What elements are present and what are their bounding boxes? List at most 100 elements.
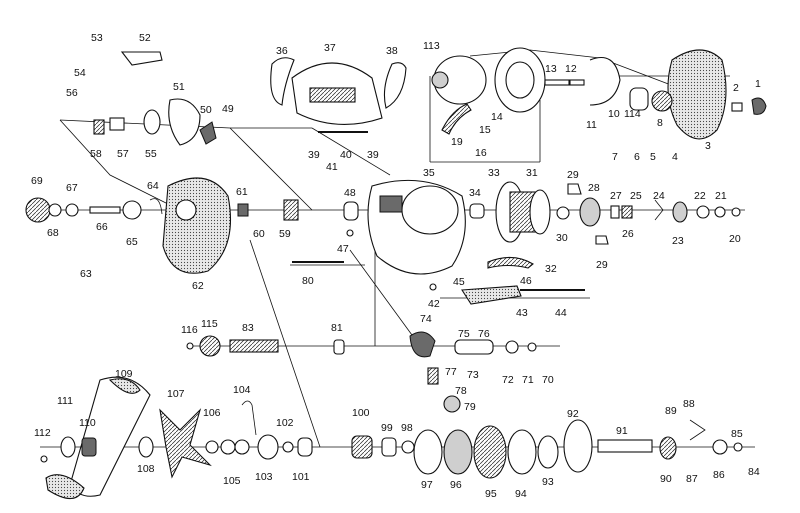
- part-label: 29: [596, 259, 608, 271]
- part-label: 38: [386, 45, 398, 57]
- part-label: 57: [117, 148, 129, 160]
- part-label: 25: [630, 190, 642, 202]
- part-label: 108: [137, 463, 155, 475]
- part-label: 35: [423, 167, 435, 179]
- part-label: 101: [292, 471, 310, 483]
- part-label: 72: [502, 374, 514, 386]
- part-label: 50: [200, 104, 212, 116]
- part-label: 106: [203, 407, 221, 419]
- part-label: 47: [337, 243, 349, 255]
- part-label: 54: [74, 67, 86, 79]
- part-label: 111: [57, 395, 73, 407]
- part-label: 12: [565, 63, 577, 75]
- part-label: 71: [522, 374, 534, 386]
- part-label: 86: [713, 469, 725, 481]
- part-label: 1: [755, 78, 761, 90]
- part-label: 100: [352, 407, 370, 419]
- part-label: 39: [308, 149, 320, 161]
- part-label: 93: [542, 476, 554, 488]
- part-label: 19: [451, 136, 463, 148]
- part-label: 95: [485, 488, 497, 500]
- part-label: 23: [672, 235, 684, 247]
- part-label: 113: [423, 40, 440, 52]
- part-label: 80: [302, 275, 314, 287]
- part-label: 10: [608, 108, 620, 120]
- part-label: 87: [686, 473, 698, 485]
- part-label: 49: [222, 103, 234, 115]
- part-label: 68: [47, 227, 59, 239]
- part-label: 58: [90, 148, 102, 160]
- part-label: 27: [610, 190, 622, 202]
- part-label: 69: [31, 175, 43, 187]
- part-label: 24: [653, 190, 665, 202]
- part-label: 60: [253, 228, 265, 240]
- part-label: 79: [464, 401, 476, 413]
- part-label: 104: [233, 384, 251, 396]
- part-label: 64: [147, 180, 159, 192]
- part-label: 6: [634, 151, 640, 163]
- part-label: 16: [475, 147, 487, 159]
- part-label: 44: [555, 307, 567, 319]
- part-label: 75: [458, 328, 470, 340]
- part-label: 4: [672, 151, 678, 163]
- part-label: 42: [428, 298, 440, 310]
- part-label: 61: [236, 186, 248, 198]
- part-label: 96: [450, 479, 462, 491]
- part-label: 63: [80, 268, 92, 280]
- part-label: 109: [115, 368, 133, 380]
- part-label: 88: [683, 398, 695, 410]
- part-label: 53: [91, 32, 103, 44]
- part-label: 110: [79, 417, 96, 429]
- parts: [25, 47, 767, 500]
- part-label: 28: [588, 182, 600, 194]
- part-label: 103: [255, 471, 273, 483]
- part-label: 107: [167, 388, 185, 400]
- part-label: 114: [624, 108, 641, 120]
- part-label: 14: [491, 111, 503, 123]
- part-label: 116: [181, 324, 198, 336]
- part-label: 112: [34, 427, 51, 439]
- part-label: 15: [479, 124, 491, 136]
- part-label: 13: [545, 63, 557, 75]
- part-label: 78: [455, 385, 467, 397]
- part-label: 48: [344, 187, 356, 199]
- part-label: 40: [340, 149, 352, 161]
- part-label: 99: [381, 422, 393, 434]
- part-label: 66: [96, 221, 108, 233]
- part-label: 85: [731, 428, 743, 440]
- part-label: 32: [545, 263, 557, 275]
- part-label: 73: [467, 369, 479, 381]
- part-label: 90: [660, 473, 672, 485]
- part-label: 70: [542, 374, 554, 386]
- part-label: 56: [66, 87, 78, 99]
- part-label: 74: [420, 313, 432, 325]
- part-label: 92: [567, 408, 579, 420]
- part-label: 55: [145, 148, 157, 160]
- part-label: 84: [748, 466, 760, 478]
- part-label: 5: [650, 151, 656, 163]
- part-label: 51: [173, 81, 185, 93]
- part-label: 98: [401, 422, 413, 434]
- part-label: 46: [520, 275, 532, 287]
- part-label: 2: [733, 82, 739, 94]
- part-label: 89: [665, 405, 677, 417]
- part-label: 21: [715, 190, 727, 202]
- part-number-labels: 1 2 3 4 5 6 7 8 10 11 12 13 14 15 16 19 …: [31, 32, 761, 500]
- part-label: 105: [223, 475, 241, 487]
- part-label: 22: [694, 190, 706, 202]
- part-label: 8: [657, 117, 663, 129]
- part-label: 59: [279, 228, 291, 240]
- part-label: 33: [488, 167, 500, 179]
- part-label: 36: [276, 45, 288, 57]
- part-label: 20: [729, 233, 741, 245]
- part-label: 67: [66, 182, 78, 194]
- part-label: 11: [586, 119, 597, 131]
- part-label: 39: [367, 149, 379, 161]
- part-label: 94: [515, 488, 527, 500]
- part-label: 102: [276, 417, 294, 429]
- part-label: 83: [242, 322, 254, 334]
- part-label: 65: [126, 236, 138, 248]
- part-label: 43: [516, 307, 528, 319]
- part-label: 97: [421, 479, 433, 491]
